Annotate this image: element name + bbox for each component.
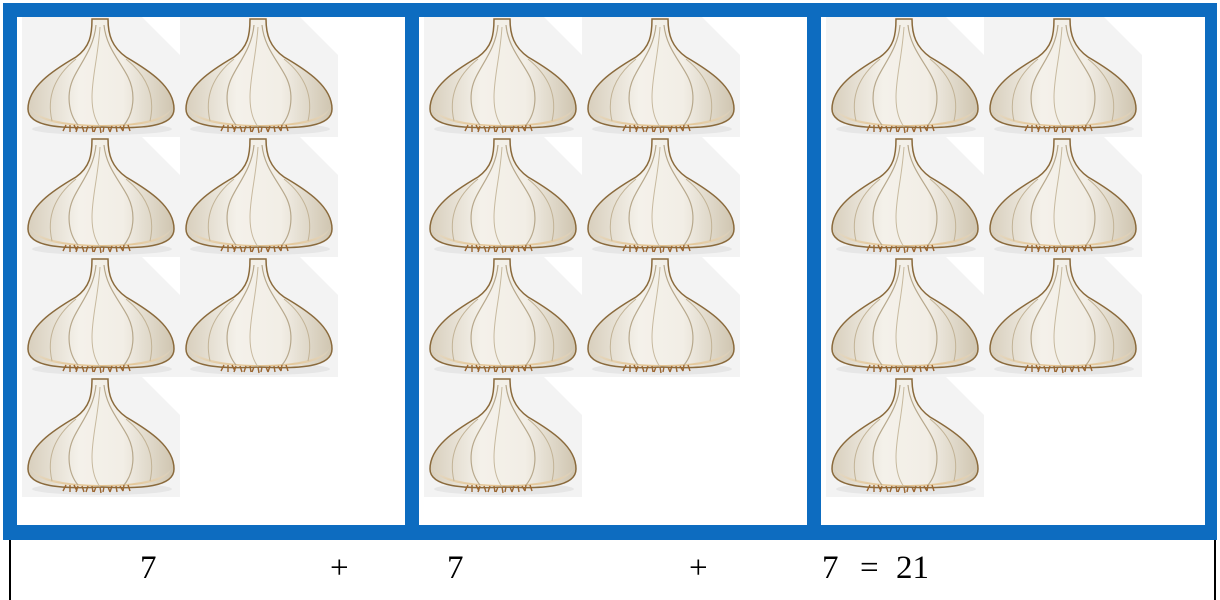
garlic-grid-1 <box>22 17 338 497</box>
garlic-bulb-icon <box>22 377 180 497</box>
garlic-grid-3 <box>826 17 1142 497</box>
addend-1: 7 <box>140 548 157 588</box>
addend-3: 7 <box>822 548 839 588</box>
garlic-bulb-icon <box>22 137 180 257</box>
garlic-bulb-icon <box>22 17 180 137</box>
row-left-border <box>9 540 11 600</box>
group-panel-2 <box>419 17 807 525</box>
garlic-bulb-icon <box>180 257 338 377</box>
garlic-bulb-icon <box>582 17 740 137</box>
group-panel-1 <box>17 17 405 525</box>
garlic-bulb-icon <box>180 137 338 257</box>
plus-sign-2: + <box>689 548 708 588</box>
garlic-bulb-icon <box>826 137 984 257</box>
garlic-bulb-icon <box>582 257 740 377</box>
garlic-bulb-icon <box>984 17 1142 137</box>
garlic-bulb-icon <box>22 257 180 377</box>
garlic-bulb-icon <box>424 17 582 137</box>
garlic-bulb-icon <box>424 137 582 257</box>
garlic-bulb-icon <box>180 17 338 137</box>
group-panel-3 <box>821 17 1205 525</box>
garlic-bulb-icon <box>424 257 582 377</box>
garlic-bulb-icon <box>984 137 1142 257</box>
equation-row: 7 + 7 + 7 = 21 <box>0 540 1220 600</box>
garlic-bulb-icon <box>582 137 740 257</box>
garlic-grid-2 <box>424 17 740 497</box>
garlic-bulb-icon <box>826 377 984 497</box>
plus-sign-1: + <box>330 548 349 588</box>
garlic-bulb-icon <box>826 17 984 137</box>
equals-sign: = <box>860 548 879 588</box>
garlic-bulb-icon <box>424 377 582 497</box>
garlic-bulb-icon <box>826 257 984 377</box>
row-right-border <box>1214 540 1216 600</box>
garlic-bulb-icon <box>984 257 1142 377</box>
sum-result: 21 <box>896 548 929 588</box>
addend-2: 7 <box>447 548 464 588</box>
groups-frame <box>3 3 1217 540</box>
